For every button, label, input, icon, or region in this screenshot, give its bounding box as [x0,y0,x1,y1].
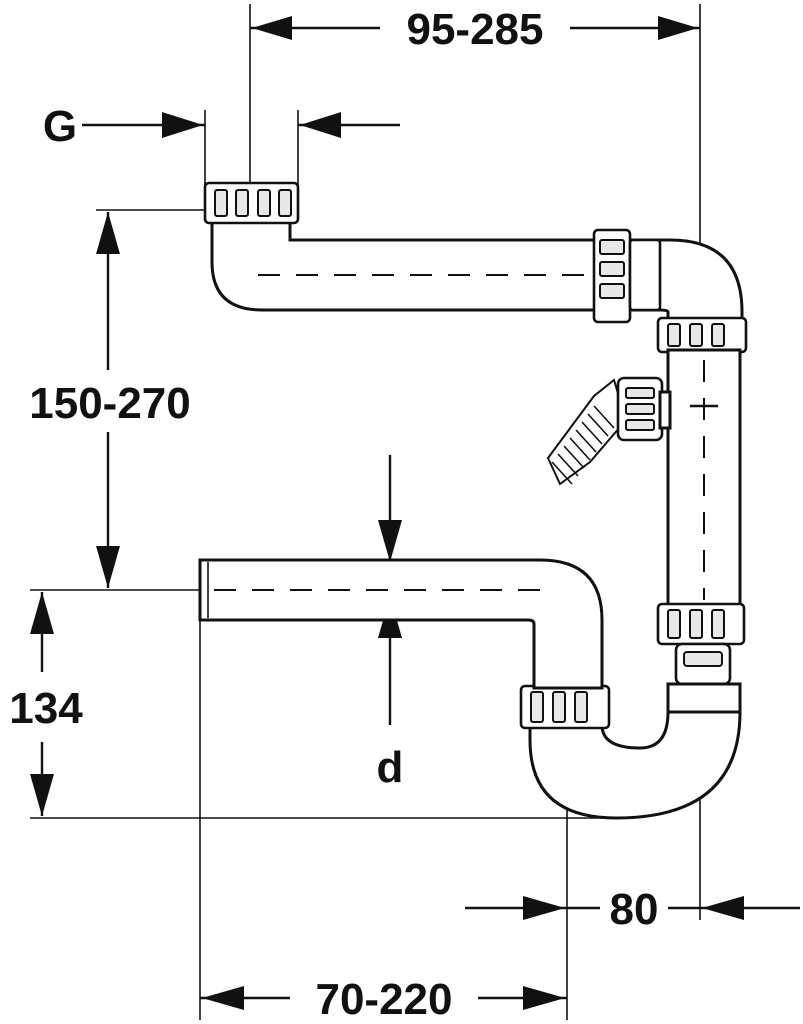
arrow-lower-top [30,592,54,634]
dimension-outlet-offset: 80 [610,885,659,934]
upper-inlet-pipe [210,220,600,312]
dimension-g: G [43,102,77,151]
dimension-lower-height: 134 [9,684,83,733]
outlet-pipe [198,558,604,690]
arrow-80-right [702,896,744,920]
inlet-nut [203,181,300,225]
arrow-bottom-left [202,986,244,1010]
arrow-lower-bottom [30,774,54,816]
arrow-bottom-right [523,986,565,1010]
hose-ribs [551,405,615,485]
dimension-upper-height: 150-270 [29,379,190,428]
arrow-80-left [523,896,565,920]
arrow-g-left [162,112,203,138]
arrow-d-top [378,520,402,562]
arrow-top-left [252,16,292,40]
dimension-d-lower: d [377,743,404,792]
dimension-bottom-span: 70-220 [315,975,452,1024]
dimension-top-span: 95-285 [406,5,543,54]
arrow-g-right [300,112,341,138]
trap-bend [528,710,742,820]
siphon-assembly [198,181,748,820]
arrow-upper-top [96,212,120,254]
dimension-arrows [30,16,744,1010]
side-hose [546,378,628,486]
arrow-top-right [658,16,698,40]
arrow-upper-bottom [96,546,120,588]
